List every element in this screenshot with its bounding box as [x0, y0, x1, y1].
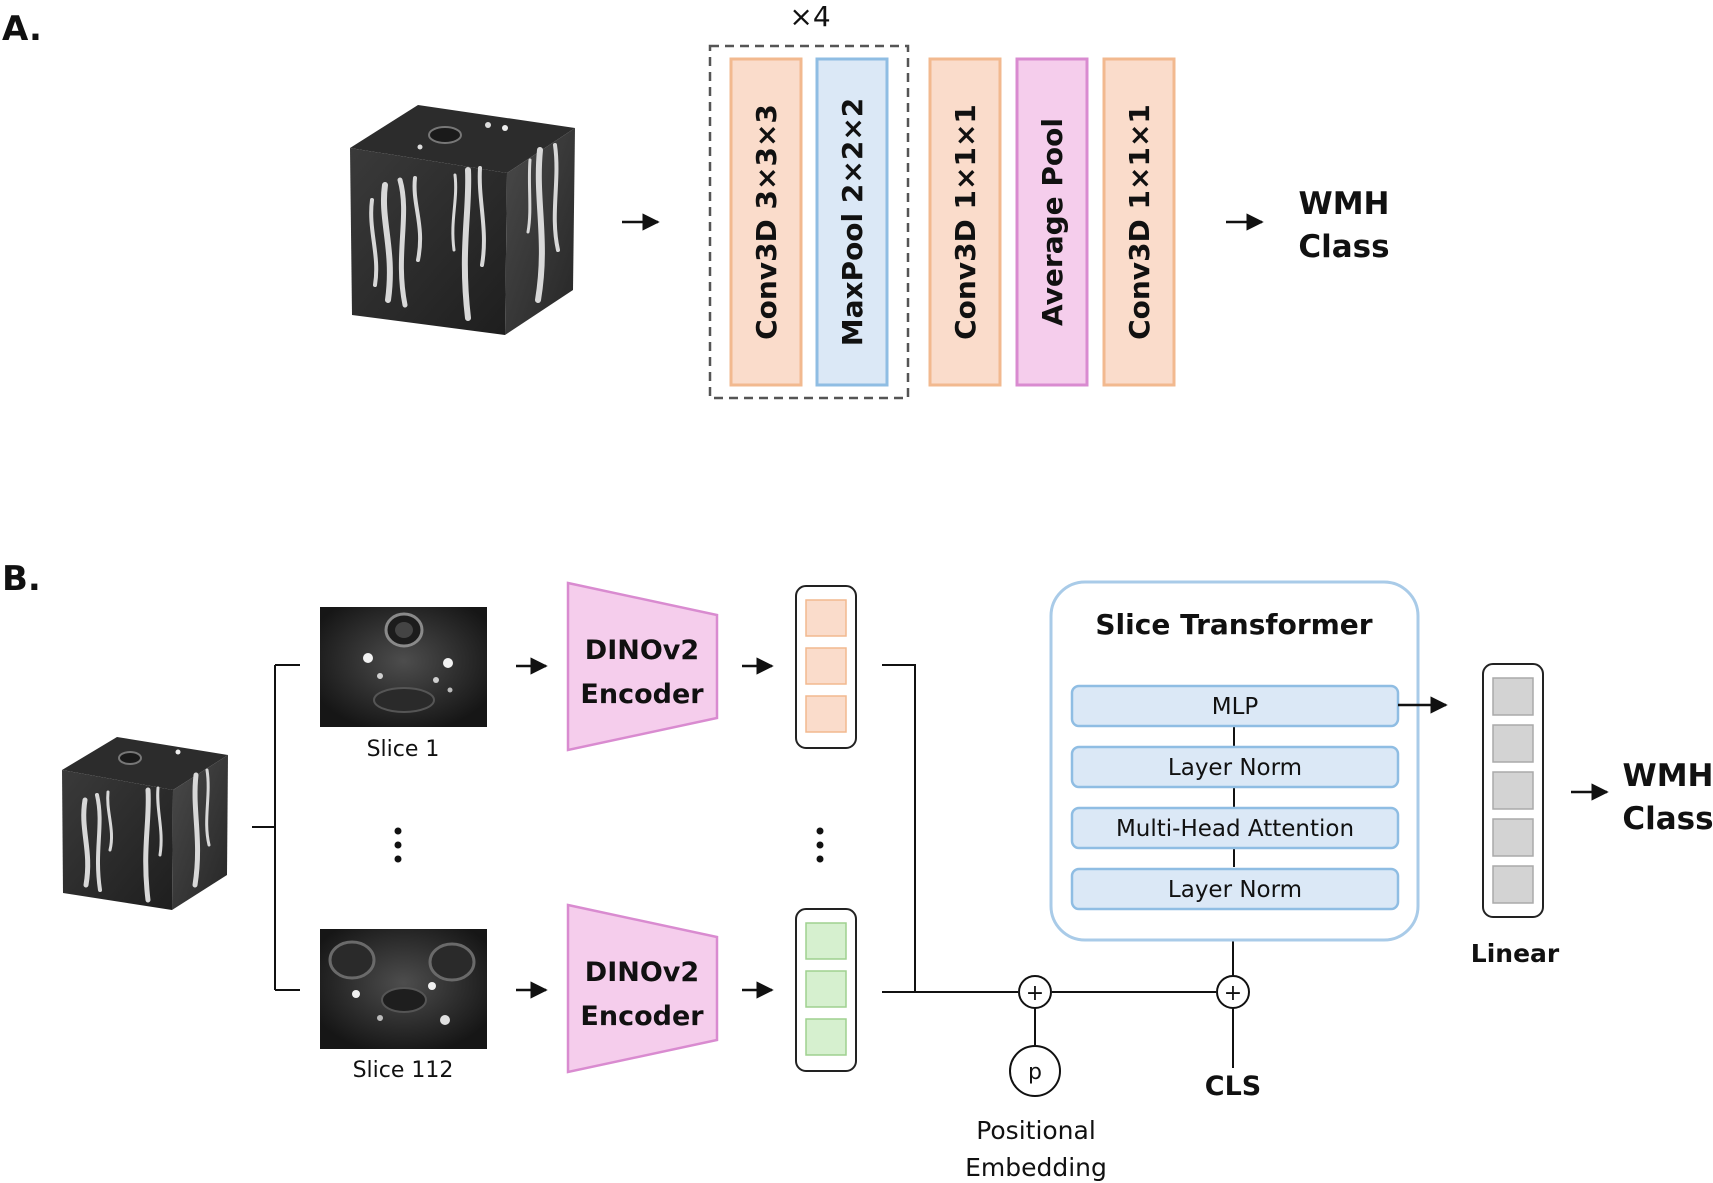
svg-text:+: + [1224, 981, 1242, 1006]
token-merge-lines [882, 664, 1216, 993]
linear-label: Linear [1471, 939, 1560, 968]
repeat-dashed-box [708, 44, 910, 400]
transformer-layer-4-label: Layer Norm [1168, 877, 1302, 903]
svg-text:+: + [1026, 981, 1044, 1006]
output-a-line1: WMH [1299, 186, 1390, 222]
linear-stack [1482, 663, 1544, 918]
positional-label-line2: Embedding [965, 1153, 1107, 1182]
block-2-label: MaxPool 2×2×2 [836, 98, 869, 347]
transformer-layer-2: Layer Norm [1070, 745, 1400, 789]
token-stack-top [795, 585, 857, 749]
mri-volume-b [62, 737, 228, 910]
block-3: Conv3D 1×1×1 [928, 57, 1002, 387]
output-a-line2: Class [1298, 229, 1389, 265]
output-b-line1: WMH [1623, 758, 1713, 794]
cls-label: CLS [1205, 1071, 1261, 1102]
encoder-top-line2: Encoder [580, 679, 704, 710]
block-2-rect [815, 57, 889, 387]
transformer-layer-2-label: Layer Norm [1168, 755, 1302, 781]
transformer-layer-3-label: Multi-Head Attention [1116, 816, 1354, 842]
transformer-layer-3: Multi-Head Attention [1070, 806, 1400, 850]
block-5-label: Conv3D 1×1×1 [1123, 104, 1156, 340]
encoder-top-line1: DINOv2 [585, 635, 699, 666]
slice-112-label: Slice 112 [353, 1058, 454, 1083]
block-4-label: Average Pool [1036, 118, 1069, 326]
encoder-bottom-line2: Encoder [580, 1001, 704, 1032]
ellipsis-dots-slices [394, 827, 402, 863]
encoder-bottom-line1: DINOv2 [585, 957, 699, 988]
block-4-rect [1015, 57, 1089, 387]
token-stack-bottom [795, 908, 857, 1072]
slice-112-image [320, 929, 487, 1049]
block-1-label: Conv3D 3×3×3 [750, 104, 783, 340]
block-3-rect [928, 57, 1002, 387]
repeat-label: ×4 [789, 0, 830, 33]
block-4: Average Pool [1015, 57, 1089, 387]
plus-node-positional: + [1018, 975, 1052, 1009]
panel-b-label: B. [2, 559, 41, 599]
transformer-layer-1: MLP [1070, 684, 1400, 728]
block-5: Conv3D 1×1×1 [1102, 57, 1176, 387]
encoder-top [566, 581, 719, 752]
positional-label-line1: Positional [976, 1116, 1096, 1145]
positional-node [1009, 1045, 1061, 1097]
slice-bracket [252, 664, 300, 991]
encoder-bottom [566, 903, 719, 1074]
block-2: MaxPool 2×2×2 [815, 57, 889, 387]
mri-volume-a [350, 105, 575, 335]
slice-transformer-title: Slice Transformer [1095, 608, 1372, 641]
block-1: Conv3D 3×3×3 [729, 57, 803, 387]
positional-symbol: p [1028, 1060, 1042, 1085]
output-b-line2: Class [1622, 801, 1713, 837]
network-blocks: Conv3D 3×3×3 MaxPool 2×2×2 Conv3D 1×1×1 Ave… [729, 57, 1176, 387]
block-1-rect [729, 57, 803, 387]
panel-a-label: A. [2, 9, 42, 49]
transformer-layer-1-label: MLP [1212, 694, 1259, 720]
plus-node-cls: + [1216, 975, 1250, 1009]
ellipsis-dots-tokens [816, 827, 824, 863]
slice-1-image [320, 607, 487, 727]
slice-1-label: Slice 1 [367, 737, 440, 762]
block-5-rect [1102, 57, 1176, 387]
block-3-label: Conv3D 1×1×1 [949, 104, 982, 340]
transformer-layer-4: Layer Norm [1070, 867, 1400, 911]
